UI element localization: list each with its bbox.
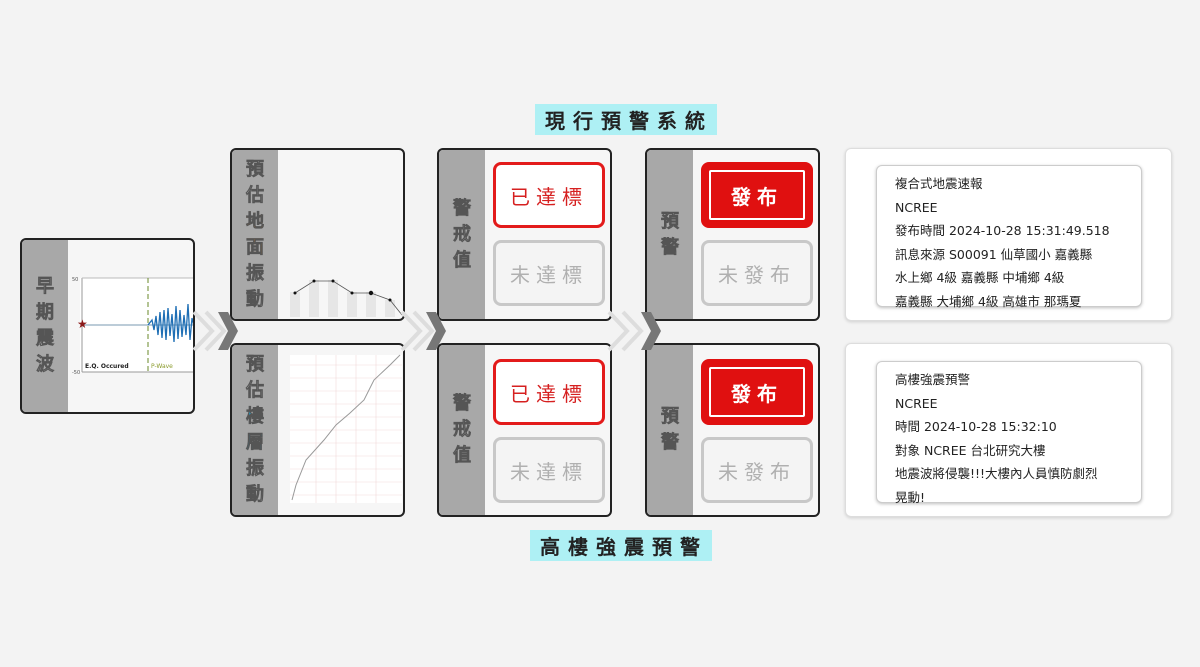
label-char: 震 <box>36 328 55 350</box>
eq-occurred-label: E.Q. Occured <box>85 363 129 370</box>
label-char: 動 <box>246 484 265 506</box>
threshold-not-reached-badge: 未達標 <box>493 240 605 306</box>
message-line: 嘉義縣 大埔鄉 4級 高雄市 那瑪夏 <box>895 293 1082 309</box>
floor-vibration-box: 預 估 樓 層 振 動 <box>230 343 405 517</box>
alert-threshold-box-top: 警 戒 值 已達標 未達標 <box>437 148 612 321</box>
message-line: 晃動! <box>895 489 926 505</box>
earthquake-report-card: 複合式地震速報 NCREE 發布時間 2024-10-28 15:31:49.5… <box>845 148 1172 321</box>
highrise-warning-card: 高樓強震預警 NCREE 時間 2024-10-28 15:32:10 對象 N… <box>845 343 1172 517</box>
y-min-tick: -50 <box>72 370 80 376</box>
floor-vibration-label: 預 估 樓 層 振 動 <box>232 345 278 515</box>
ground-vibration-label: 預 估 地 面 振 動 <box>232 150 278 319</box>
warning-box-bottom: 預 警 發布 未發布 <box>645 343 820 517</box>
label-char: 振 <box>246 458 265 480</box>
not-publish-badge: 未發布 <box>701 240 813 306</box>
earthquake-report-message: 複合式地震速報 NCREE 發布時間 2024-10-28 15:31:49.5… <box>876 165 1142 309</box>
publish-badge: 發布 <box>701 359 813 425</box>
publish-badge: 發布 <box>701 162 813 228</box>
message-line: 對象 NCREE 台北研究大樓 <box>895 442 1046 458</box>
label-char: 動 <box>246 288 265 310</box>
label-char: 層 <box>246 432 265 454</box>
message-line: NCREE <box>895 395 938 411</box>
alert-threshold-label: 警 戒 值 <box>439 150 485 319</box>
message-line: 高樓強震預警 <box>895 372 971 387</box>
warning-label: 預 警 <box>647 345 693 515</box>
highrise-warning-title: 高樓強震預警 <box>530 530 712 561</box>
label-char: 波 <box>36 354 55 376</box>
label-char: 估 <box>246 184 265 206</box>
label-char: 預 <box>661 406 680 428</box>
label-char: 警 <box>453 393 472 415</box>
star-icon: ★ <box>77 317 88 331</box>
label-char: 預 <box>661 210 680 232</box>
message-line: 複合式地震速報 <box>895 176 983 191</box>
label-char: 面 <box>246 236 265 258</box>
message-line: 地震波將侵襲!!!大樓內人員慎防劇烈 <box>895 466 1098 481</box>
label-char: 地 <box>246 210 265 232</box>
threshold-reached-badge: 已達標 <box>493 359 605 425</box>
seismogram-chart: ★ 50 -50 E.Q. Occured P-Wave <box>72 277 193 376</box>
message-line: NCREE <box>895 199 938 215</box>
chevron-right-icon <box>400 310 446 352</box>
alert-threshold-label: 警 戒 值 <box>439 345 485 515</box>
label-char: 戒 <box>453 419 472 441</box>
current-warning-system-title: 現行預警系統 <box>535 104 717 135</box>
publish-label: 發布 <box>709 170 805 220</box>
threshold-not-reached-badge: 未達標 <box>493 437 605 503</box>
label-char: 早 <box>36 276 55 298</box>
alert-threshold-box-bottom: 警 戒 值 已達標 未達標 <box>437 343 612 517</box>
label-char: 值 <box>453 249 472 271</box>
p-wave-label: P-Wave <box>151 363 173 370</box>
y-max-tick: 50 <box>72 277 78 283</box>
message-line: 時間 2024-10-28 15:32:10 <box>895 419 1057 434</box>
label-char: 振 <box>246 262 265 284</box>
label-char: 估 <box>246 380 265 402</box>
label-char: 警 <box>661 432 680 454</box>
warning-box-top: 預 警 發布 未發布 <box>645 148 820 321</box>
threshold-reached-badge: 已達標 <box>493 162 605 228</box>
ground-vibration-box: 預 估 地 面 振 動 <box>230 148 405 321</box>
chevron-right-icon <box>192 310 238 352</box>
early-wave-box: 早 期 震 波 ★ 50 -50 E.Q. Occured P-Wave <box>20 238 195 414</box>
floor-line-chart <box>290 354 402 503</box>
label-char: 預 <box>246 158 265 180</box>
label-char: 樓 <box>246 406 265 428</box>
warning-label: 預 警 <box>647 150 693 319</box>
message-line: 水上鄉 4級 嘉義縣 中埔鄉 4級 <box>895 270 1065 285</box>
not-publish-badge: 未發布 <box>701 437 813 503</box>
chevron-right-icon <box>607 310 661 352</box>
label-char: 期 <box>36 302 55 324</box>
label-char: 警 <box>453 197 472 219</box>
label-char: 戒 <box>453 223 472 245</box>
label-char: 警 <box>661 236 680 258</box>
early-wave-label: 早 期 震 波 <box>22 240 68 412</box>
label-char: 值 <box>453 445 472 467</box>
message-line: 發布時間 2024-10-28 15:31:49.518 <box>895 223 1110 238</box>
label-char: 預 <box>246 354 265 376</box>
waveform-line <box>147 303 193 343</box>
ground-bar-chart <box>290 279 403 317</box>
message-line: 訊息來源 S00091 仙草國小 嘉義縣 <box>895 246 1093 262</box>
highrise-warning-message: 高樓強震預警 NCREE 時間 2024-10-28 15:32:10 對象 N… <box>876 361 1142 505</box>
publish-label: 發布 <box>709 367 805 417</box>
